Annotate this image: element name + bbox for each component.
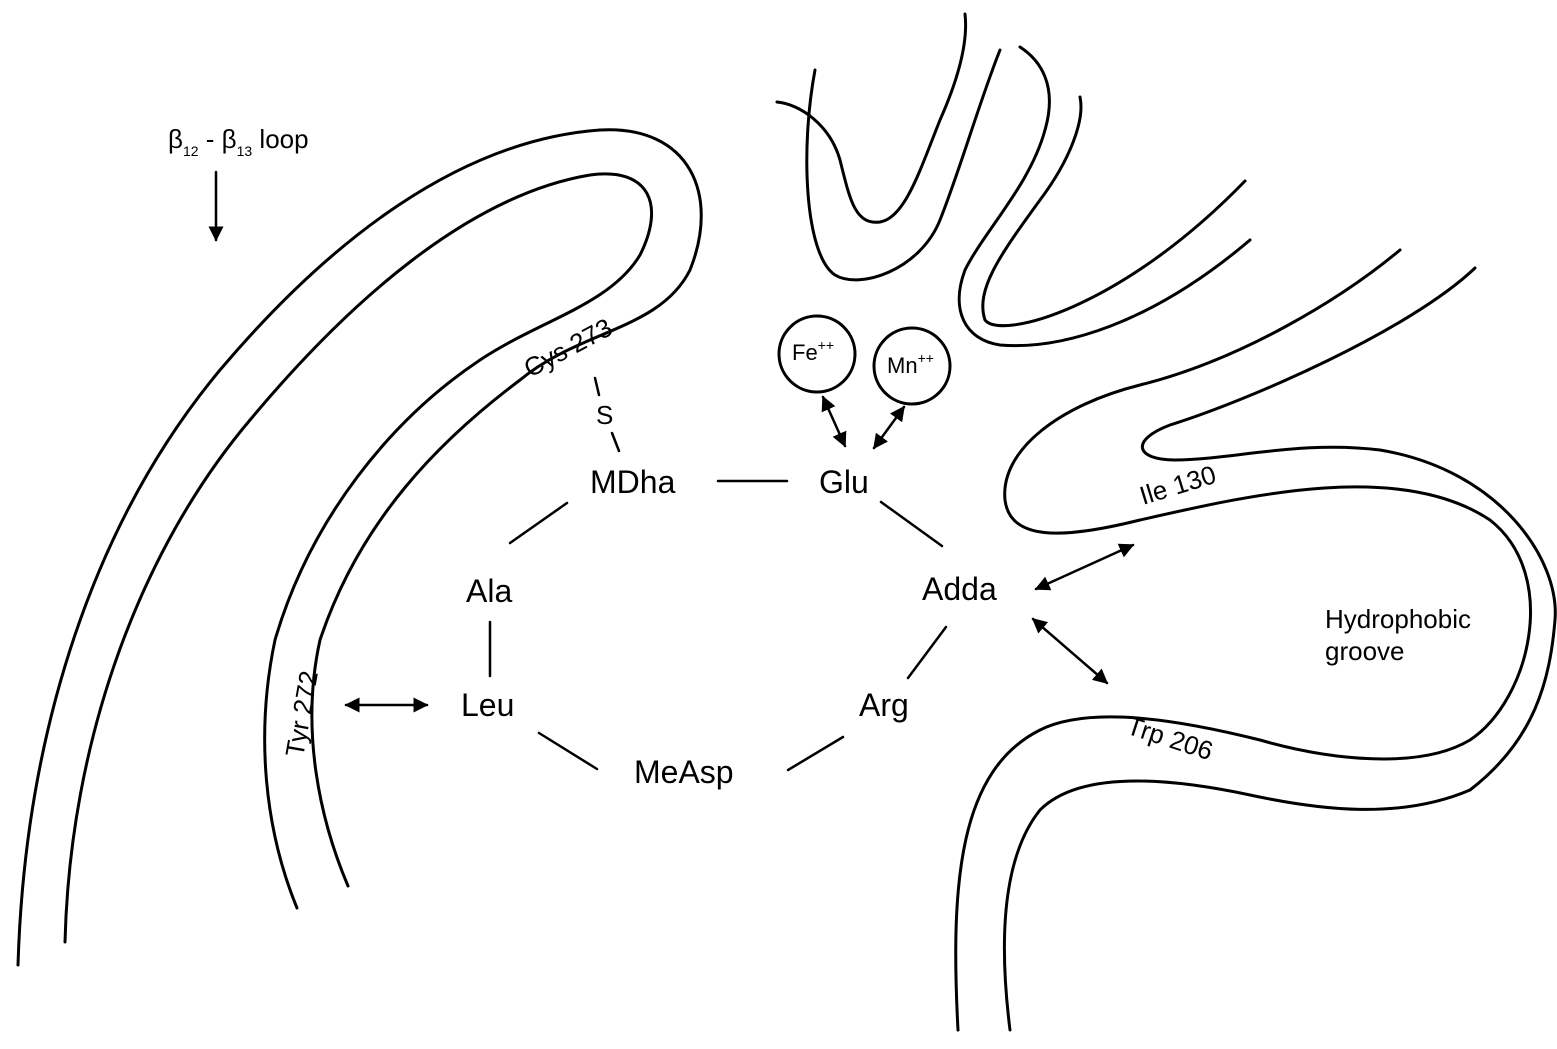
- residue-adda: Adda: [922, 571, 997, 607]
- sulfur-label: S: [596, 400, 613, 430]
- mn-ion-label: Mn++: [887, 350, 934, 378]
- residue-glu: Glu: [819, 464, 869, 500]
- bond-glu-adda: [881, 502, 942, 546]
- thioether-bond-bottom: [612, 433, 619, 451]
- arrow-adda-ile: [1036, 545, 1133, 589]
- arrow-glu-mn: [874, 407, 904, 448]
- groove-label-line2: groove: [1325, 636, 1405, 666]
- bond-adda-arg: [908, 627, 946, 678]
- arrow-glu-fe: [823, 397, 845, 446]
- residue-measp: MeAsp: [634, 754, 734, 790]
- ile-130-label: Ile 130: [1136, 459, 1219, 511]
- residue-ala: Ala: [466, 573, 512, 609]
- thioether-bond-top: [595, 378, 599, 395]
- residue-arg: Arg: [859, 687, 909, 723]
- loop-label: β12 - β13 loop: [168, 124, 309, 159]
- fe-ion-label: Fe++: [792, 337, 834, 365]
- residue-leu: Leu: [461, 687, 514, 723]
- groove-label-line1: Hydrophobic: [1325, 604, 1471, 634]
- residue-mdha: MDha: [590, 464, 676, 500]
- bond-measp-leu: [539, 733, 597, 769]
- bond-ala-mdha: [510, 503, 567, 543]
- trp-206-label: Trp 206: [1123, 710, 1217, 766]
- bond-arg-measp: [788, 737, 843, 770]
- cys-273-label: Cys 273: [519, 312, 617, 383]
- tyr-272-label: Tyr 272: [279, 668, 324, 759]
- arrow-adda-trp: [1033, 619, 1107, 683]
